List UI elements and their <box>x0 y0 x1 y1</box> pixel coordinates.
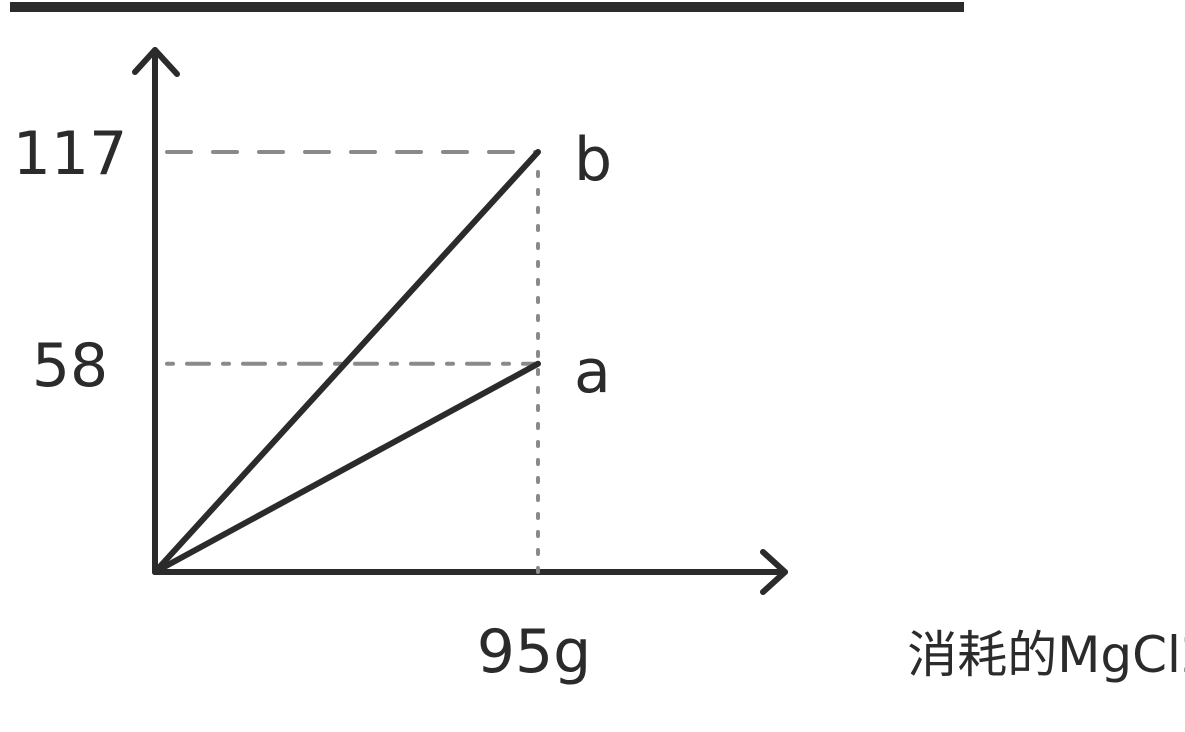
y-tick-label-58: 58 <box>32 331 108 401</box>
series-line-a <box>152 360 541 575</box>
y-axis-arrow <box>132 47 180 77</box>
series-line-b <box>152 149 541 575</box>
series-label-a: a <box>574 337 611 407</box>
top-rule <box>10 2 964 12</box>
x-axis-arrow <box>760 549 788 595</box>
x-axis-label: 消耗的MgCl2 <box>907 626 1185 684</box>
series-layer <box>152 149 541 575</box>
y-tick-label-117: 117 <box>13 119 128 189</box>
guide-lines <box>165 150 540 574</box>
x-tick-label-95: 95g <box>477 617 591 687</box>
series-label-b: b <box>574 125 612 195</box>
labels-layer: a b 58 117 95g <box>13 119 612 687</box>
axes <box>132 47 788 595</box>
